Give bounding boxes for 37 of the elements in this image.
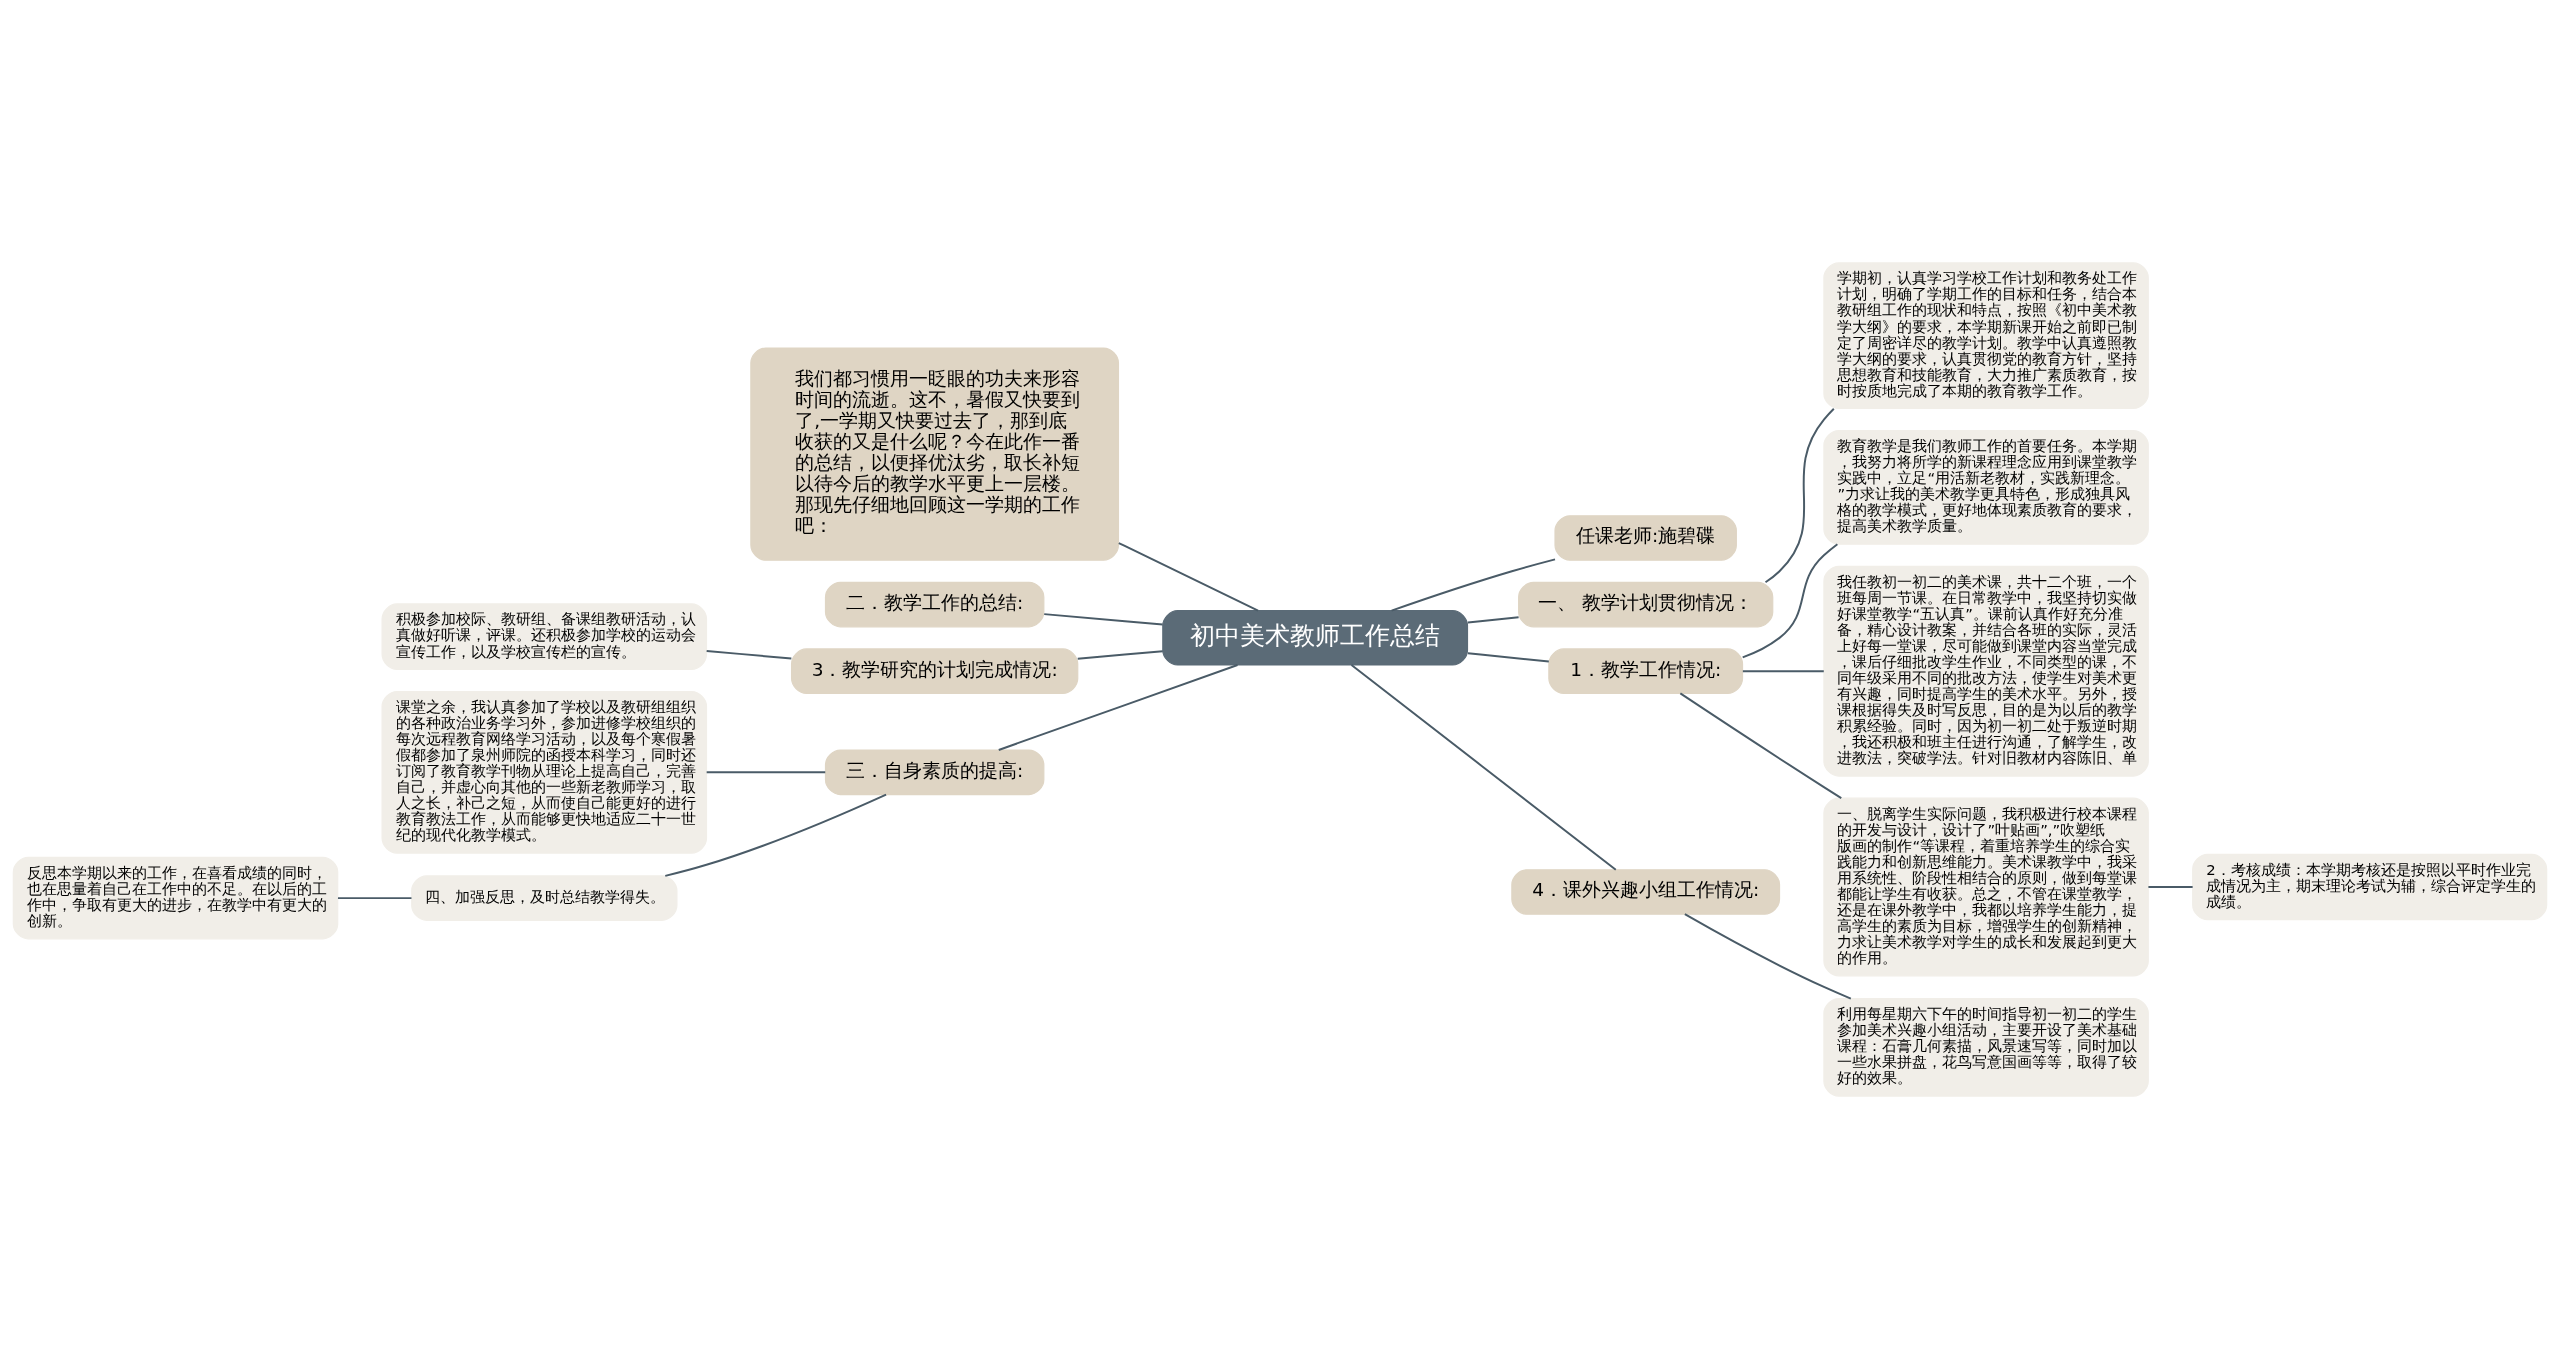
node-box: 利用每星期六下午的时间指导初一初二的学生参加美术兴趣小组活动，主要开设了美术基础课程：石膏几何素描，风景速写等，同时加以一些水果拼盘，花鸟写意国画等等，取得了较好的效果。 xyxy=(1823,998,2149,1097)
node-box: 2．考核成绩：本学期考核还是按照以平时作业完成情况为主，期末理论考试为辅，综合评定学生的成绩。 xyxy=(2192,853,2548,921)
node-box: 反思本学期以来的工作，在喜看成绩的同时，也在思量着自己在工作中的不足。在以后的工作中，争取有更大的进步，在教学中有更大的创新。 xyxy=(12,856,339,940)
connector xyxy=(1741,543,1839,659)
node-box: 二．教学工作的总结: xyxy=(824,581,1045,628)
connector xyxy=(336,897,413,900)
connector xyxy=(1683,913,1852,1000)
node-box: 三．自身素质的提高: xyxy=(824,749,1045,796)
connector xyxy=(1076,650,1164,660)
node-box: 一、 教学计划贯彻情况： xyxy=(1518,581,1774,628)
connector xyxy=(705,650,793,660)
node-box: 四、加强反思，及时总结教学得失。 xyxy=(411,875,678,921)
node-box: 任课老师:施碧碟 xyxy=(1554,515,1737,561)
connector xyxy=(705,771,827,774)
connector xyxy=(1117,542,1260,612)
connector xyxy=(1390,558,1557,612)
node-box: 积极参加校际、教研组、备课组教研活动，认真做好听课，评课。还积极参加学校的运动会宣传工作，以及学校宣传栏的宣传。 xyxy=(381,603,708,670)
node-box: 我们都习惯用一眨眼的功夫来形容时间的流逝。这不，暑假又快要到了,一学期又快要过去了，那到底收获的又是什么呢？今在此作一番的总结，以便择优汰劣，取长补短以待今后的教学水平更上一层楼。那现先仔细地回顾这一学期的工作吧： xyxy=(750,347,1120,561)
node-box: 一、脱离学生实际问题，我积极进行校本课程的开发与设计，设计了”叶贴画”,”吹塑纸版画的制作“等课程，着重培养学生的综合实践能力和创新思维能力。美术课教学中，我采用系统性、阶段性相结合的原则，做到每堂课都能让学生有收获。总之，不管在课堂教学，还是在课外教学中，我都以培养学生能力，提高学生的素质为目标，增强学生的创新精神，力求让美术教学对学生的成长和发展起到更大的作用。 xyxy=(1823,797,2149,977)
connector xyxy=(664,793,888,877)
connector xyxy=(1350,664,1617,871)
node-box: 4．课外兴趣小组工作情况: xyxy=(1511,869,1781,915)
node-box: 1．教学工作情况: xyxy=(1548,648,1744,694)
node-box: 学期初，认真学习学校工作计划和教务处工作计划，明确了学期工作的目标和任务，结合本教研组工作的现状和特点，按照《初中美术教学大纲》的要求，本学期新课开始之前即已制定了周密详尽的教学计划。教学中认真遵照教学大纲的要求，认真贯彻党的教育方针，坚持思想教育和技能教育，大力推广素质教育，按时按质地完成了本期的教育教学工作。 xyxy=(1823,262,2149,410)
node-box: 初中美术教师工作总结 xyxy=(1162,610,1469,666)
node-box: 3．教学研究的计划完成情况: xyxy=(790,648,1079,694)
node-box: 课堂之余，我认真参加了学校以及教研组组织的各种政治业务学习外，参加进修学校组织的每次远程教育网络学习活动，以及每个寒假暑假都参加了泉州师院的函授本科学习，同时还订阅了教育教学刊物从理论上提高自己，完善自己，并虚心向其他的一些新老教师学习，取人之长，补己之短，从而使自己能更好的进行教育教法工作，从而能够更快地适应二十一世纪的现代化教学模式。 xyxy=(381,690,708,854)
node-box: 我任教初一初二的美术课，共十二个班，一个班每周一节课。在日常教学中，我坚持切实做好课堂教学“五认真”。课前认真作好充分准备，精心设计教案，并结合各班的实际，灵活上好每一堂课，尽可能做到课堂内容当堂完成，课后仔细批改学生作业，不同类型的课，不同年级采用不同的批改方法，使学生对美术更有兴趣，同时提高学生的美术水平。另外，授课根据得失及时写反思，目的是为以后的教学积累经验。同时，因为初一初二处于叛逆时期，我还积极和班主任进行沟通，了解学生，改进教法，突破学法。针对旧教材内容陈旧、单 xyxy=(1823,565,2149,777)
connector xyxy=(2147,886,2194,888)
connector xyxy=(1741,670,1825,673)
connector xyxy=(997,664,1239,751)
connector xyxy=(1466,616,1520,624)
connector xyxy=(1679,692,1843,800)
node-box: 教育教学是我们教师工作的首要任务。本学期，我努力将所学的新课程理念应用到课堂教学实践中，立足“用活新老教材，实践新理念。”力求让我的美术教学更具特色，形成独具风格的教学模式，更好地体现素质教育的要求，提高美术教学质量。 xyxy=(1823,430,2149,545)
connector xyxy=(1764,407,1835,584)
connector xyxy=(1466,652,1550,663)
connector xyxy=(1043,613,1164,626)
